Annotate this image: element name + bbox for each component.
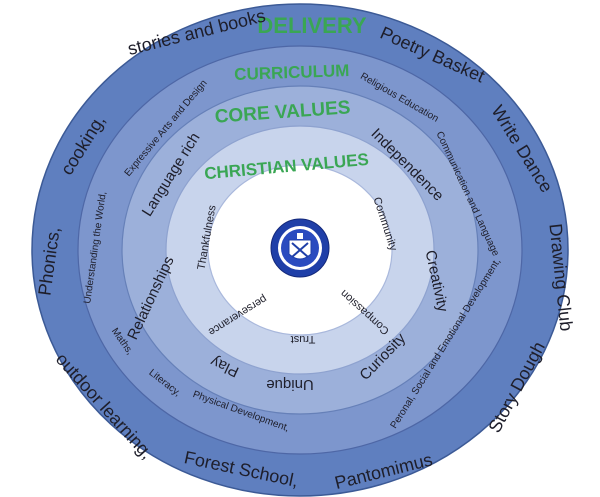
core-item-unique: Unique: [266, 376, 314, 393]
curriculum-title: CURRICULUM: [234, 61, 350, 84]
school-logo: [270, 218, 330, 278]
delivery-title: DELIVERY: [257, 13, 367, 38]
christian-item-trust: Trust: [291, 333, 316, 345]
